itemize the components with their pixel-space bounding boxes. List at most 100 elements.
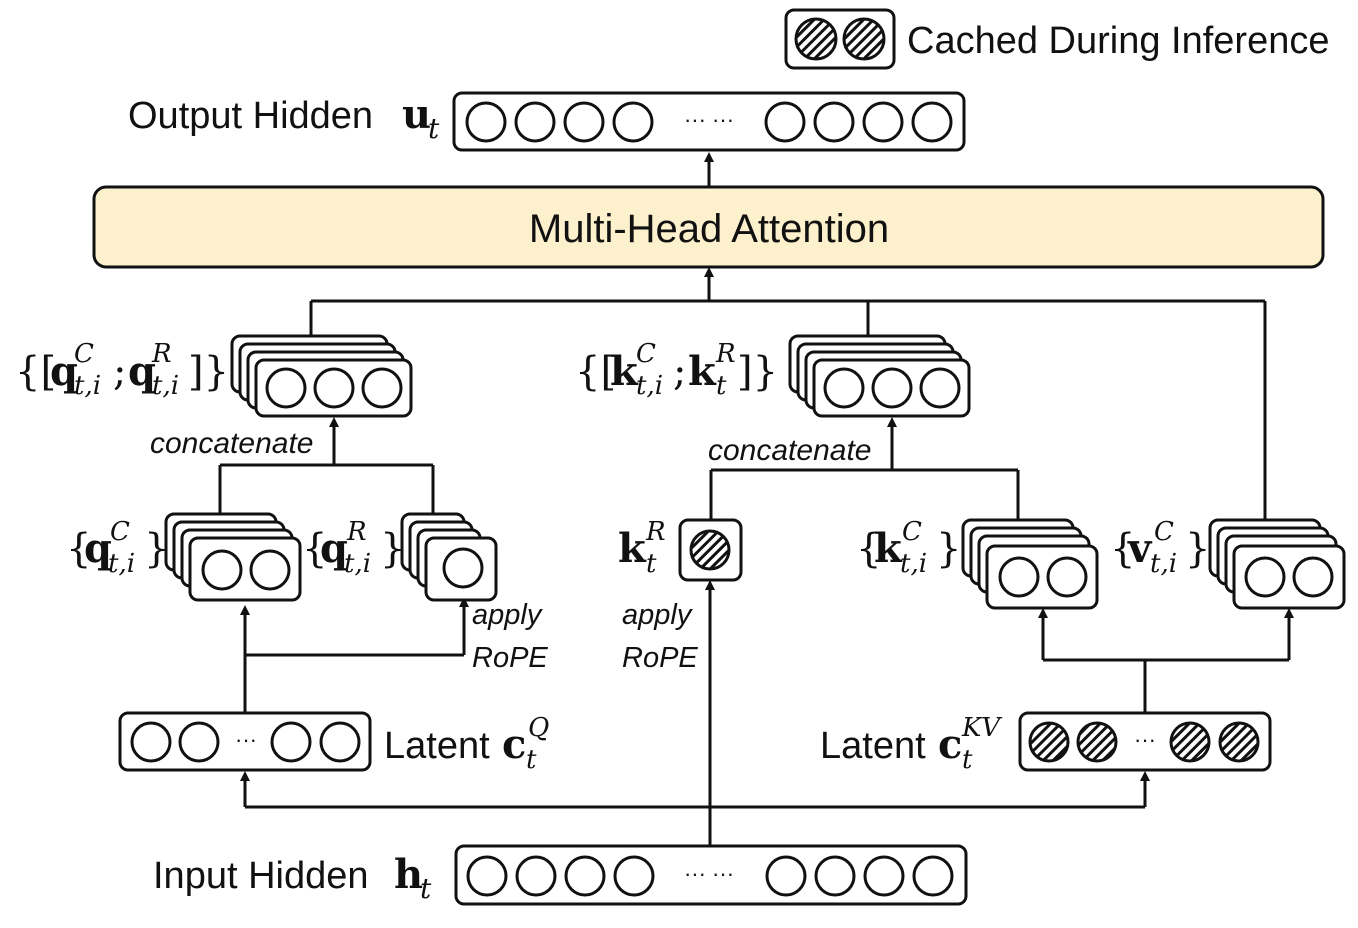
qc-sub: t,i (108, 549, 135, 579)
vector-cell (201, 549, 243, 591)
vector-cell (764, 101, 806, 143)
qc-stack: { q C t,i } (66, 512, 302, 602)
qr-sub: t,i (344, 549, 371, 579)
vector-cell (1292, 556, 1334, 598)
output-hidden: Output Hidden u t ··· ··· (128, 91, 966, 152)
query-concat-stack: {[ q C t,i ; q R t,i ]} (15, 334, 413, 418)
vector-cell (912, 855, 954, 897)
kc-stack: { k C t,i } (856, 517, 1099, 610)
kc-sup: C (902, 517, 922, 547)
output-symbol: u (402, 91, 431, 138)
cached-circle-icon (1218, 721, 1260, 763)
k-concat-k2-sup: R (715, 339, 736, 369)
k-concat-k1-sub: t,i (636, 371, 663, 401)
vector-cell (313, 367, 355, 409)
q-concat-q1-sub: t,i (74, 371, 101, 401)
kc-brace-close: } (936, 526, 961, 572)
group (265, 367, 403, 409)
latent-q-sub: t (526, 745, 537, 775)
attention-box (92, 185, 1325, 269)
input-label: Input Hidden (153, 855, 369, 897)
vector-cell (466, 855, 508, 897)
k-concat-k1-sup: C (636, 339, 656, 369)
vector-cell (765, 855, 807, 897)
qc-brace-close: } (144, 526, 169, 572)
group (466, 855, 954, 897)
kr-cached: k R t apply RoPE (618, 517, 743, 674)
kr-rope-line1: apply (622, 599, 693, 631)
vector-box (118, 711, 372, 772)
qr-brace-open: { (302, 526, 327, 572)
vector-cell (265, 367, 307, 409)
legend: Cached During Inference (784, 8, 1329, 70)
vector-cell (564, 855, 606, 897)
latent-q-ellipsis: ··· (235, 727, 257, 752)
connectors (218, 152, 1294, 846)
group (130, 721, 361, 763)
vc-brace-open: { (1110, 526, 1135, 572)
latent-q-symbol: c (502, 721, 526, 768)
vector-cell (863, 855, 905, 897)
latent-q: ··· Latent c Q t (118, 711, 549, 775)
vector-cell (911, 101, 953, 143)
cached-circle-icon (1028, 721, 1070, 763)
group (1244, 556, 1334, 598)
vector-cell (178, 721, 220, 763)
cached-circle-icon (794, 17, 838, 61)
q-concat-sep: ; (113, 349, 126, 395)
kr-rope-line2: RoPE (622, 642, 698, 674)
qr-brace-close: } (380, 526, 405, 572)
cached-circle-icon (842, 17, 886, 61)
latent-kv-sub: t (962, 745, 973, 775)
group (998, 556, 1088, 598)
vector-cell (871, 367, 913, 409)
latent-kv-sup: KV (961, 713, 1002, 743)
vc-brace-close: } (1185, 526, 1210, 572)
q-concat-q2-sup: R (151, 339, 172, 369)
q-concat-q1-sup: C (74, 339, 94, 369)
group (1028, 721, 1260, 763)
input-sub: t (420, 872, 432, 905)
attention-label: Multi-Head Attention (529, 207, 889, 251)
k-concatenate-label: concatenate (708, 434, 871, 467)
group (465, 101, 953, 143)
vc-sub: t,i (1150, 549, 1177, 579)
k-concat-k2: k (688, 348, 717, 395)
vc-symbol: v (1127, 525, 1153, 572)
k-concat-k2-sub: t (716, 371, 727, 401)
kc-symbol: k (874, 525, 903, 572)
kc-sub: t,i (900, 549, 927, 579)
qr-sup: R (346, 517, 367, 547)
vc-stack: { v C t,i } (1110, 517, 1346, 610)
vector-cell (1046, 556, 1088, 598)
kc-brace-open: { (856, 526, 881, 572)
k-concat-close: ]} (737, 349, 778, 395)
latent-q-sup: Q (528, 713, 549, 743)
vc-sup: C (1154, 517, 1174, 547)
latent-kv: Latent c KV t ··· (820, 711, 1272, 775)
latent-q-label: Latent (384, 725, 490, 767)
group (201, 549, 291, 591)
latent-kv-symbol: c (938, 721, 962, 768)
q-concat-q1: q (50, 348, 78, 395)
vector-cell (515, 855, 557, 897)
vector-cell (563, 101, 605, 143)
vector-cell (249, 549, 291, 591)
q-concat-q2: q (128, 348, 156, 395)
latent-kv-ellipsis: ··· (1134, 727, 1156, 752)
vector-cell (862, 101, 904, 143)
q-concat-open: {[ (15, 349, 56, 395)
vector-cell (823, 367, 865, 409)
vector-cell (270, 721, 312, 763)
vector-cell (1244, 556, 1286, 598)
k-concat-sep: ; (673, 349, 686, 395)
qr-rope-line2: RoPE (472, 642, 548, 674)
vector-cell (919, 367, 961, 409)
vector-cell (514, 101, 556, 143)
vector-cell (998, 556, 1040, 598)
vector-cell (442, 547, 484, 589)
latent-kv-label: Latent (820, 725, 926, 767)
qc-brace-open: { (66, 526, 91, 572)
q-concat-close: ]} (188, 349, 229, 395)
